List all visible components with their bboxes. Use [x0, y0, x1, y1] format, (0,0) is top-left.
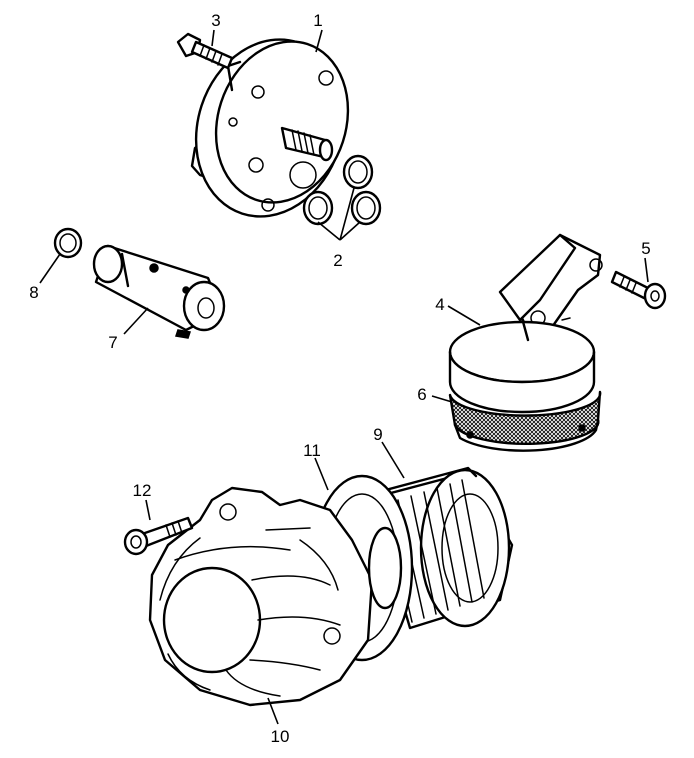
part-oil-pump-housing: [190, 38, 350, 218]
part-bolt-3: [176, 32, 234, 70]
callout-6: 6: [417, 385, 426, 404]
part-oil-strainer: [448, 233, 603, 414]
callout-labels: 1 3 2 5 4 6 7 8 9 11 12 10: [29, 11, 650, 746]
callout-9: 9: [373, 425, 382, 444]
part-strainer-screen: [448, 390, 602, 452]
part-small-o-ring: [53, 227, 83, 259]
callout-1: 1: [313, 11, 322, 30]
callout-5: 5: [641, 239, 650, 258]
callout-3: 3: [211, 11, 220, 30]
callout-7: 7: [108, 333, 117, 352]
callout-2: 2: [333, 251, 342, 270]
part-bolt-5: [610, 270, 667, 310]
callout-8: 8: [29, 283, 38, 302]
callout-11: 11: [303, 441, 321, 460]
callout-12: 12: [133, 481, 152, 500]
part-o-rings: [302, 154, 382, 226]
part-drive-shaft: [92, 244, 226, 339]
leader-lines: [39, 29, 649, 725]
callout-4: 4: [435, 295, 444, 314]
callout-10: 10: [271, 727, 290, 746]
part-bolt-12: [123, 516, 194, 556]
part-filter-cover: [148, 486, 403, 707]
